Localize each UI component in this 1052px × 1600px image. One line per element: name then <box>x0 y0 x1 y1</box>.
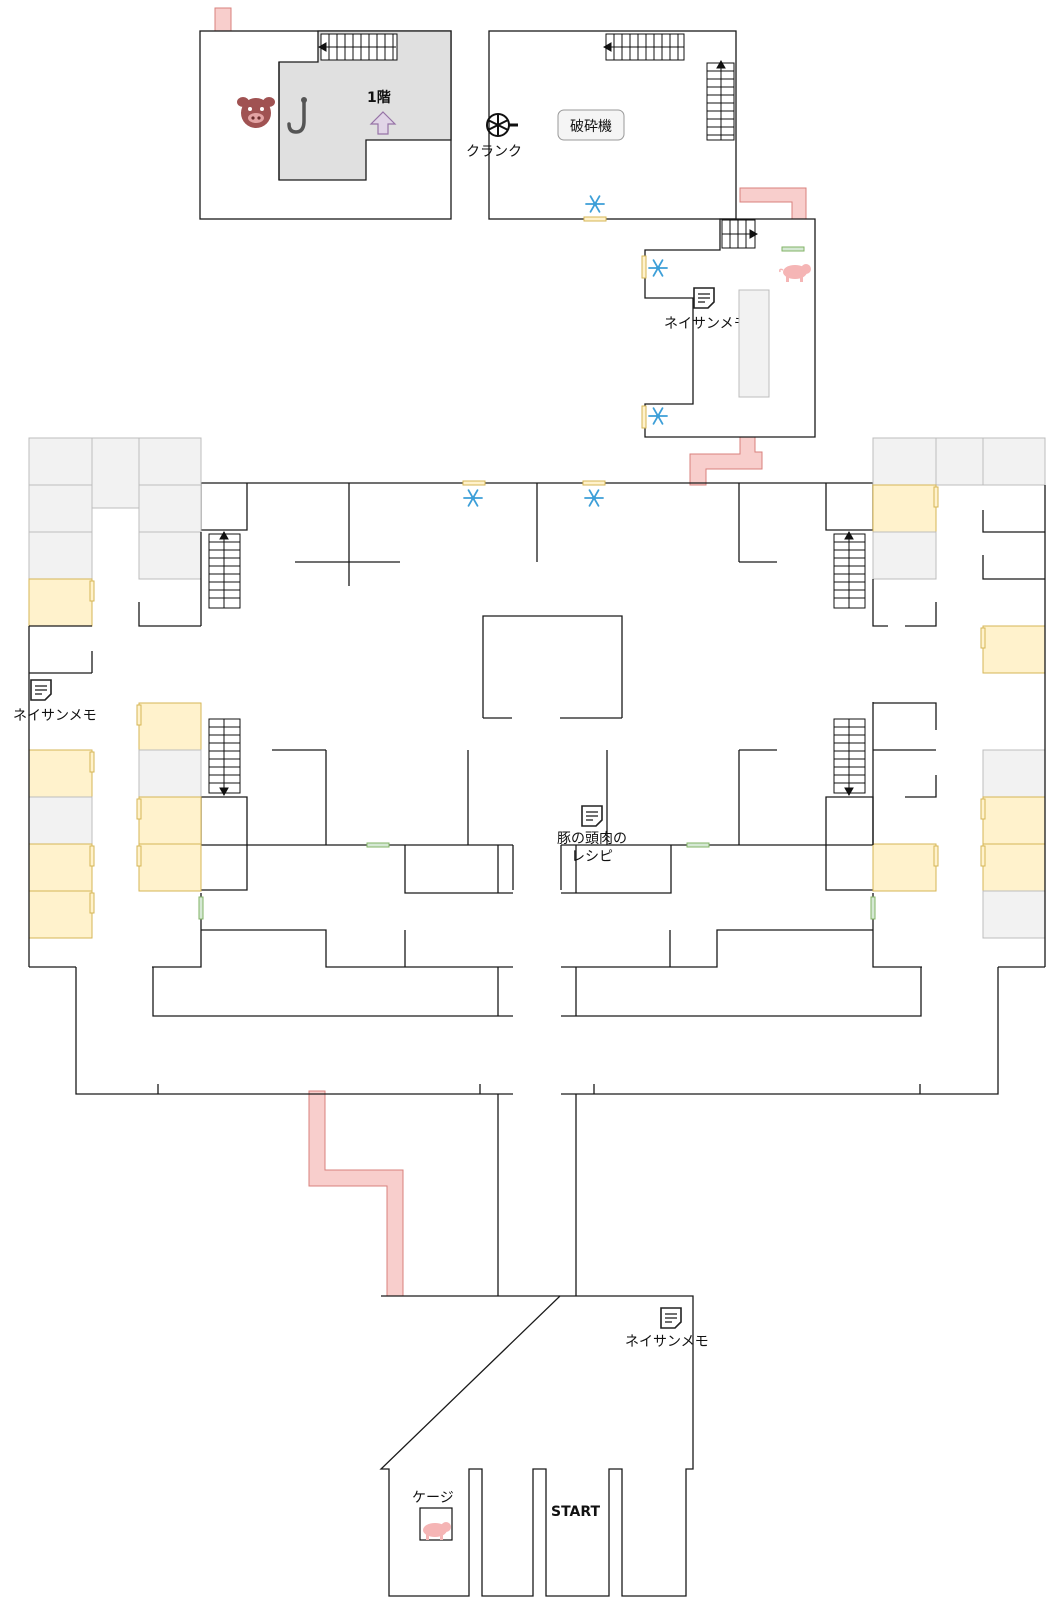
hook-icon <box>287 97 307 134</box>
memo-icon[interactable] <box>660 1307 682 1329</box>
door-green[interactable] <box>870 896 876 920</box>
up-arrow-icon[interactable] <box>369 111 397 135</box>
door-green[interactable] <box>198 896 204 920</box>
memo-icon[interactable] <box>30 679 52 701</box>
snowflake-icon <box>584 489 604 507</box>
door-yellow[interactable] <box>462 480 486 486</box>
pig-icon <box>423 1522 451 1540</box>
door-green[interactable] <box>686 842 710 848</box>
door-yellow[interactable] <box>641 405 647 429</box>
entry-hall: ケージ START ネイサンメモ <box>379 1295 709 1597</box>
door-yellow[interactable] <box>582 480 606 486</box>
crank-label: クランク <box>466 144 522 160</box>
door-yellow[interactable] <box>583 216 607 222</box>
main-building: 豚の頭肉の レシピ <box>75 480 999 1296</box>
memo-icon[interactable] <box>693 287 715 309</box>
door-yellow[interactable] <box>641 255 647 279</box>
pig-head-icon <box>237 97 275 128</box>
memo-label: ネイサンメモ <box>625 1334 709 1350</box>
left-wing: ネイサンメモ <box>13 437 202 968</box>
gray-area <box>278 30 452 181</box>
memo-label: ネイサンメモ <box>664 316 748 332</box>
memo-label: ネイサンメモ <box>13 708 97 724</box>
room-top-left: 1階 <box>199 30 452 220</box>
recipe-label-line2: レシピ <box>571 849 613 865</box>
pig-icon <box>779 264 811 282</box>
door-green[interactable] <box>366 842 390 848</box>
gray-block <box>738 289 770 398</box>
door-green[interactable] <box>781 246 805 252</box>
room-bridge: ネイサンメモ <box>641 218 816 438</box>
pink-path-bottom <box>308 1090 404 1297</box>
memo-icon[interactable] <box>581 805 603 827</box>
crank-wheel-icon[interactable] <box>486 113 518 137</box>
snowflake-icon <box>463 489 483 507</box>
pink-path-top-left <box>214 7 232 32</box>
pink-path-top-right <box>739 187 807 220</box>
snowflake-icon <box>585 195 605 213</box>
snowflake-icon <box>648 259 668 277</box>
cage-box <box>419 1507 453 1541</box>
crusher-box[interactable] <box>557 109 625 141</box>
room-crusher: 破砕機 クランク <box>466 30 737 222</box>
pink-path-mid <box>689 436 763 486</box>
crusher-label: 破砕機 <box>570 119 612 135</box>
recipe-label-line1: 豚の頭肉の <box>557 831 627 847</box>
stairs-treads <box>317 34 396 60</box>
start-label: START <box>551 1504 601 1520</box>
right-wing <box>872 437 1046 968</box>
cage-label: ケージ <box>412 1490 454 1506</box>
floor-label: 1階 <box>367 89 391 106</box>
snowflake-icon <box>648 407 668 425</box>
pink-corridors <box>214 7 807 1297</box>
